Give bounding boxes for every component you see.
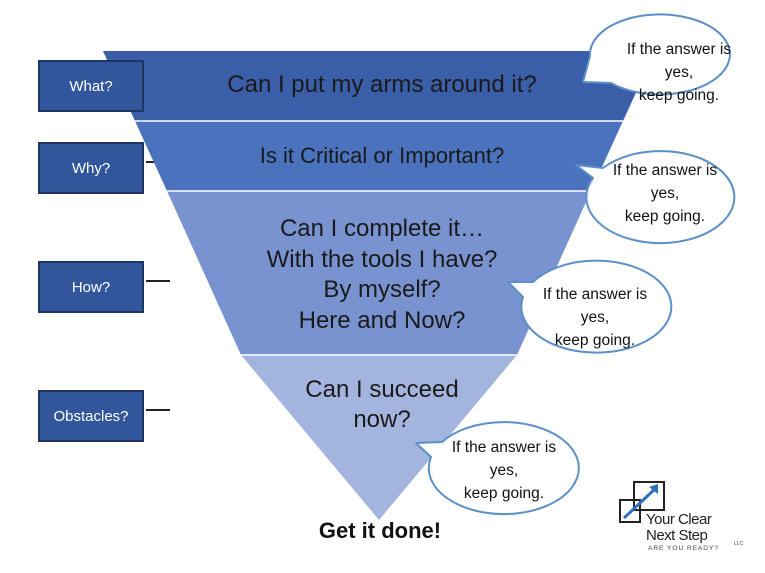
funnel-band-what — [103, 51, 655, 121]
speech-bubble-1 — [582, 13, 731, 96]
level-question-what: Can I put my arms around it? — [227, 71, 537, 98]
bubble-text-3: If the answer is yes, keep going. — [542, 286, 648, 349]
logo-suffix: LLC — [734, 541, 744, 547]
side-label-what: What? — [38, 60, 144, 112]
speech-bubble-3 — [507, 259, 673, 354]
logo-line-1: Your Clear — [646, 511, 712, 528]
company-logo: Your Clear Next Step ARE YOU READY? LLC — [612, 478, 752, 558]
logo-tagline: ARE YOU READY? — [648, 545, 719, 552]
logo-line-2: Next Step — [646, 527, 708, 544]
funnel-band-how — [167, 191, 591, 355]
level-question-obstacles: Can I succeed now? — [305, 376, 459, 433]
funnel-band-why — [135, 121, 623, 191]
level-question-how: Can I complete it… With the tools I have… — [266, 215, 498, 334]
bubble-text-2: If the answer is yes, keep going. — [612, 162, 718, 225]
level-question-why: Is it Critical or Important? — [259, 143, 505, 168]
side-label-obstacles: Obstacles? — [38, 390, 144, 442]
logo-arrow-icon — [619, 481, 665, 523]
bubble-text-1: If the answer is yes, keep going. — [626, 41, 732, 104]
speech-bubble-2 — [575, 150, 736, 245]
side-label-why: Why? — [38, 142, 144, 194]
side-label-how: How? — [38, 261, 144, 313]
final-statement: Get it done! — [318, 518, 442, 543]
funnel-band-obstacles — [241, 355, 517, 520]
bubble-text-4: If the answer is yes, keep going. — [451, 439, 557, 502]
speech-bubble-4 — [415, 421, 580, 516]
